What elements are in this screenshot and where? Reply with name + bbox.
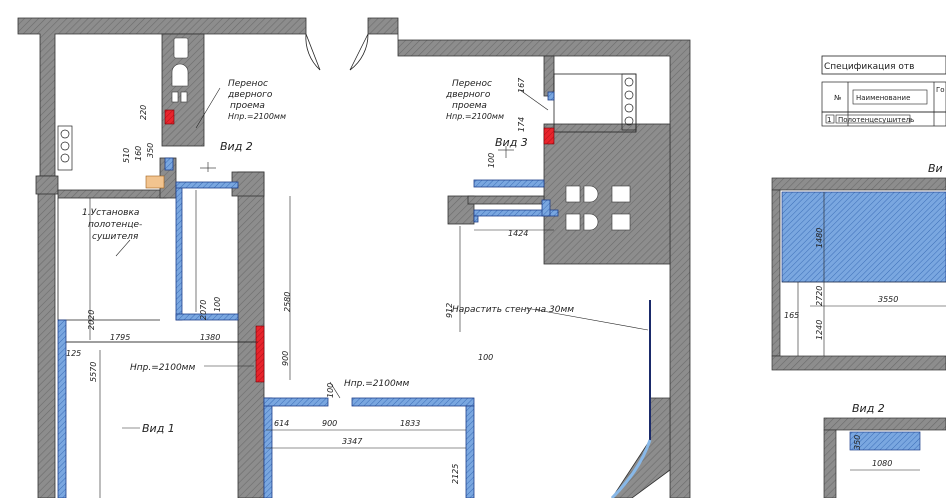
svg-text:дверного: дверного: [445, 90, 491, 100]
svg-text:Нарастить стену на 30мм: Нарастить стену на 30мм: [452, 305, 574, 315]
svg-text:125: 125: [66, 349, 81, 358]
svg-text:1080: 1080: [872, 459, 892, 468]
svg-text:1833: 1833: [400, 419, 420, 428]
svg-text:дверного: дверного: [227, 90, 273, 100]
svg-text:1424: 1424: [508, 229, 528, 238]
svg-text:1.Установка: 1.Установка: [82, 208, 139, 218]
svg-text:1380: 1380: [200, 333, 220, 342]
svg-text:350: 350: [146, 143, 155, 158]
svg-text:Вид 3: Вид 3: [495, 136, 528, 149]
svg-text:100: 100: [478, 353, 493, 362]
svg-text:полотенце-: полотенце-: [88, 220, 142, 230]
door-openings: [164, 109, 555, 383]
svg-text:Полотенцесушитель: Полотенцесушитель: [838, 116, 914, 124]
svg-text:100: 100: [213, 297, 222, 312]
svg-text:160: 160: [134, 146, 143, 161]
svg-text:900: 900: [322, 419, 337, 428]
svg-text:2125: 2125: [451, 464, 460, 484]
svg-text:510: 510: [122, 148, 131, 163]
towel-heater: [145, 175, 165, 189]
spec-table: Спецификация отв № Наименование Го ра 1 …: [821, 55, 946, 127]
dimension-values: 220 167 174 510 160 350 100 2020 2070 25…: [66, 77, 528, 484]
svg-text:3550: 3550: [878, 295, 898, 304]
svg-text:Вид 2: Вид 2: [852, 402, 885, 415]
svg-text:174: 174: [517, 117, 526, 132]
svg-text:Нпр.=2100мм: Нпр.=2100мм: [446, 112, 504, 121]
svg-text:912: 912: [445, 303, 454, 318]
svg-text:Перенос: Перенос: [228, 79, 268, 89]
svg-text:350: 350: [853, 435, 862, 450]
view2-detail: Вид 2 350 1080: [823, 402, 946, 498]
svg-text:100: 100: [487, 153, 496, 168]
svg-text:2070: 2070: [199, 300, 208, 320]
svg-text:2020: 2020: [87, 310, 96, 330]
svg-text:Ви: Ви: [928, 162, 943, 175]
dimension-lines: [66, 87, 649, 498]
svg-text:Вид 2: Вид 2: [220, 140, 253, 153]
svg-text:2580: 2580: [283, 292, 292, 312]
svg-text:220: 220: [139, 105, 148, 120]
elevation-view: Ви 1480 2720 3550 165 1240: [771, 162, 946, 371]
svg-text:1: 1: [827, 116, 831, 124]
plan-labels: Перенос дверного проема Нпр.=2100мм Пере…: [82, 79, 574, 435]
svg-text:Го ра: Го ра: [936, 86, 946, 94]
svg-text:проема: проема: [230, 101, 265, 111]
extend-wall-line: [610, 300, 652, 498]
svg-text:сушителя: сушителя: [92, 232, 139, 242]
new-walls: [57, 91, 559, 498]
svg-text:2720: 2720: [815, 286, 824, 306]
svg-text:Перенос: Перенос: [452, 79, 492, 89]
svg-text:№: №: [834, 94, 841, 102]
svg-text:Нпр.=2100мм: Нпр.=2100мм: [344, 379, 409, 389]
svg-text:100: 100: [326, 383, 335, 398]
svg-text:3347: 3347: [342, 437, 363, 446]
svg-text:Нпр.=2100мм: Нпр.=2100мм: [130, 363, 195, 373]
fixture-icons: [171, 37, 631, 231]
svg-text:614: 614: [274, 419, 289, 428]
interior-walls: [57, 33, 671, 498]
exterior-walls: [17, 17, 691, 498]
svg-text:1795: 1795: [110, 333, 130, 342]
svg-text:5570: 5570: [89, 362, 98, 382]
svg-text:Нпр.=2100мм: Нпр.=2100мм: [228, 112, 286, 121]
svg-text:1240: 1240: [815, 320, 824, 340]
svg-text:Вид 1: Вид 1: [142, 422, 175, 435]
svg-text:165: 165: [784, 311, 799, 320]
svg-text:167: 167: [517, 77, 526, 93]
svg-text:1480: 1480: [815, 228, 824, 248]
svg-text:Спецификация отв: Спецификация отв: [824, 62, 914, 72]
svg-text:900: 900: [281, 351, 290, 366]
svg-text:Наименование: Наименование: [856, 94, 910, 102]
svg-text:проема: проема: [452, 101, 487, 111]
